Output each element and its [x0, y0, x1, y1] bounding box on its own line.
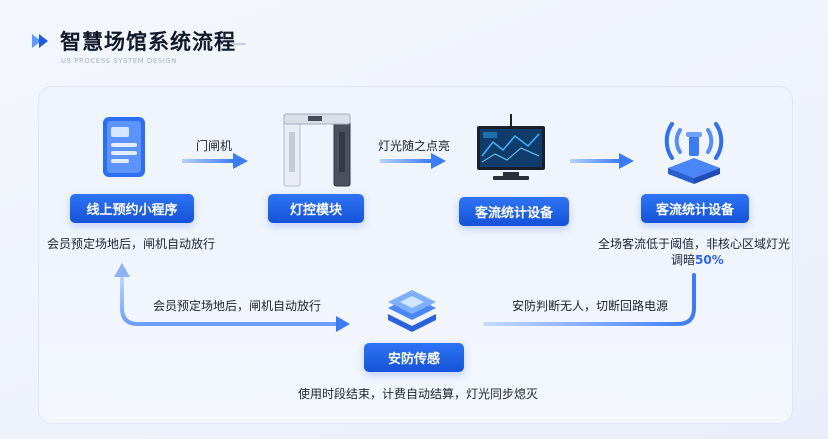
- layers-icon: [388, 290, 436, 332]
- note-end: 使用时段结束，计费自动结算，灯光同步熄灭: [298, 387, 539, 401]
- step-miniprogram: 线上预约小程序: [70, 194, 194, 223]
- step-counter-device-1: 客流统计设备: [459, 197, 569, 226]
- step-counter-device-2: 客流统计设备: [641, 194, 749, 223]
- label-gate: 门闸机: [196, 139, 233, 153]
- note-dim-prefix: 调暗: [671, 253, 696, 267]
- arrow-2: [380, 153, 446, 169]
- phone-icon: [103, 117, 145, 177]
- monitor-icon: [477, 114, 545, 180]
- arrow-1: [182, 153, 248, 169]
- arrow-security-head: [336, 316, 350, 332]
- note-miniprogram: 会员预定场地后，闸机自动放行: [47, 237, 216, 251]
- logo-icon: [32, 34, 48, 48]
- arrow-3: [570, 153, 634, 169]
- step-light-module: 灯控模块: [268, 194, 364, 223]
- note-dim-line2: 调暗50%: [671, 251, 724, 268]
- page-subtitle: US PROCESS SYSTEM DESIGN: [61, 57, 177, 65]
- page-title: 智慧场馆系统流程: [60, 30, 236, 54]
- arrow-right-return: [483, 273, 696, 326]
- arrow-left-return: [120, 274, 340, 326]
- title-divider: [232, 43, 246, 45]
- label-return-note: 会员预定场地后，闸机自动放行: [153, 299, 322, 313]
- security-gate-icon: [283, 113, 351, 187]
- wireless-sensor-icon: [664, 122, 724, 184]
- arrow-left-head: [114, 263, 130, 277]
- note-dim-line1: 全场客流低于阈值，非核心区域灯光: [598, 237, 791, 251]
- label-light-follow: 灯光随之点亮: [378, 139, 451, 153]
- step-security: 安防传感: [364, 343, 464, 372]
- label-security-note: 安防判断无人，切断回路电源: [512, 299, 669, 313]
- note-dim-value: 50%: [695, 253, 724, 267]
